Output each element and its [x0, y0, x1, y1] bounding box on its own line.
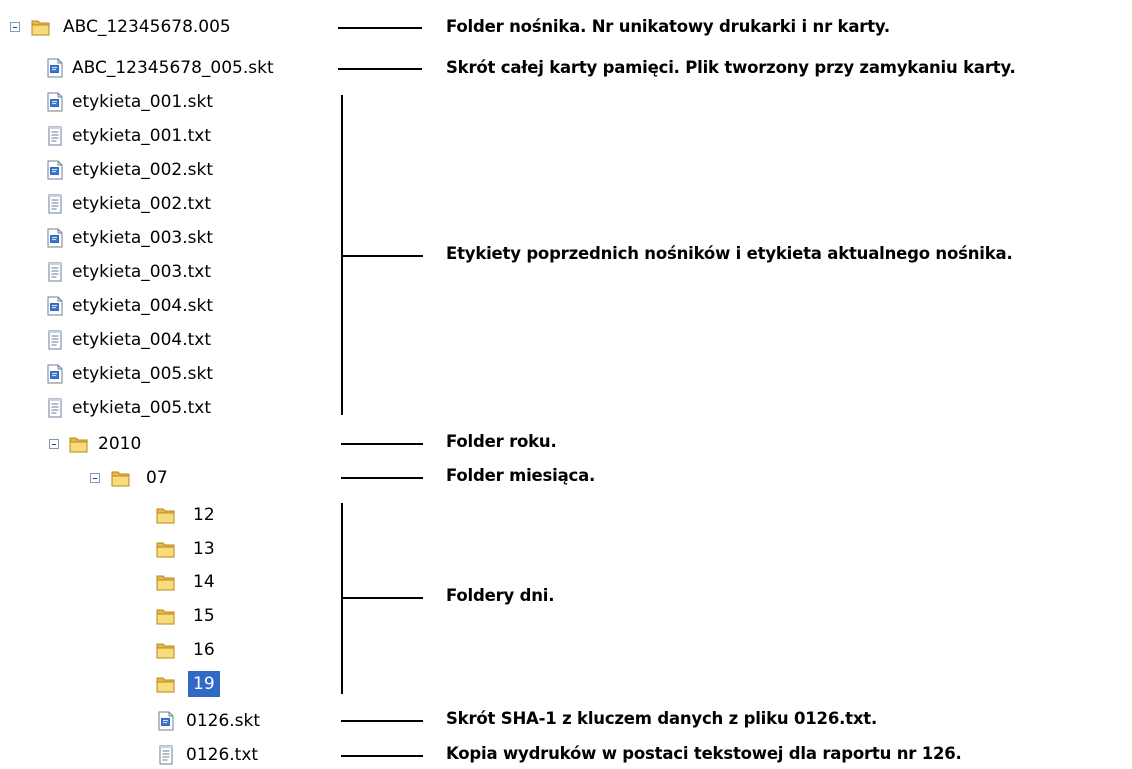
annotation-root-folder: Folder nośnika. Nr unikatowy drukarki i … — [446, 17, 890, 36]
tree-item-file[interactable]: etykieta_003.txt — [72, 262, 212, 282]
collapse-toggle-year[interactable] — [49, 439, 59, 449]
annotation-labels: Etykiety poprzednich nośników i etykieta… — [446, 244, 1013, 263]
txt-file-icon — [44, 125, 66, 147]
folder-open-icon — [110, 467, 132, 489]
folder-open-icon — [30, 16, 52, 38]
skt-file-icon — [44, 159, 66, 181]
bracket-line — [341, 503, 343, 694]
tree-item-day-folder[interactable]: 12 — [193, 505, 215, 525]
collapse-toggle-month[interactable] — [90, 473, 100, 483]
connector-line — [341, 477, 423, 479]
folder-icon — [155, 639, 177, 661]
connector-line — [341, 720, 423, 722]
connector-line — [341, 255, 423, 257]
tree-item-file[interactable]: etykieta_005.skt — [72, 364, 214, 384]
annotation-year-folder: Folder roku. — [446, 432, 557, 451]
tree-item-file[interactable]: etykieta_004.skt — [72, 296, 214, 316]
folder-icon — [155, 673, 177, 695]
skt-file-icon — [44, 295, 66, 317]
skt-file-icon — [155, 710, 177, 732]
connector-line — [338, 68, 422, 70]
tree-item-file[interactable]: etykieta_002.txt — [72, 194, 212, 214]
folder-icon — [155, 605, 177, 627]
tree-item-file[interactable]: ABC_12345678_005.skt — [72, 58, 274, 78]
folder-icon — [155, 538, 177, 560]
annotation-month-folder: Folder miesiąca. — [446, 466, 596, 485]
collapse-toggle-root[interactable] — [10, 22, 20, 32]
tree-item-day-folder-selected[interactable]: 19 — [188, 671, 220, 697]
folder-icon — [155, 571, 177, 593]
connector-line — [338, 27, 422, 29]
tree-item-file[interactable]: etykieta_004.txt — [72, 330, 212, 350]
tree-item-root-folder[interactable]: ABC_12345678.005 — [63, 17, 231, 37]
txt-file-icon — [44, 193, 66, 215]
tree-item-day-folder[interactable]: 16 — [193, 640, 215, 660]
skt-file-icon — [44, 363, 66, 385]
tree-item-year-folder[interactable]: 2010 — [98, 434, 142, 454]
tree-item-day-folder[interactable]: 15 — [193, 606, 215, 626]
txt-file-icon — [155, 744, 177, 766]
tree-item-file[interactable]: 0126.skt — [186, 711, 261, 731]
folder-icon — [155, 504, 177, 526]
annotation-day-folders: Foldery dni. — [446, 586, 555, 605]
connector-line — [341, 443, 423, 445]
tree-item-file[interactable]: etykieta_001.skt — [72, 92, 214, 112]
skt-file-icon — [44, 57, 66, 79]
tree-item-file[interactable]: etykieta_002.skt — [72, 160, 214, 180]
annotation-txt-file: Kopia wydruków w postaci tekstowej dla r… — [446, 744, 962, 763]
txt-file-icon — [44, 261, 66, 283]
tree-item-file[interactable]: etykieta_001.txt — [72, 126, 212, 146]
tree-item-day-folder[interactable]: 14 — [193, 572, 215, 592]
tree-item-file[interactable]: etykieta_003.skt — [72, 228, 214, 248]
annotation-card-hash: Skrót całej karty pamięci. Plik tworzony… — [446, 58, 1016, 77]
tree-item-file[interactable]: etykieta_005.txt — [72, 398, 212, 418]
tree-item-month-folder[interactable]: 07 — [146, 468, 168, 488]
tree-item-day-folder[interactable]: 13 — [193, 539, 215, 559]
txt-file-icon — [44, 397, 66, 419]
folder-open-icon — [68, 433, 90, 455]
skt-file-icon — [44, 91, 66, 113]
txt-file-icon — [44, 329, 66, 351]
connector-line — [341, 755, 423, 757]
skt-file-icon — [44, 227, 66, 249]
connector-line — [341, 597, 423, 599]
annotation-sha-file: Skrót SHA-1 z kluczem danych z pliku 012… — [446, 709, 878, 728]
tree-item-file[interactable]: 0126.txt — [186, 745, 259, 765]
